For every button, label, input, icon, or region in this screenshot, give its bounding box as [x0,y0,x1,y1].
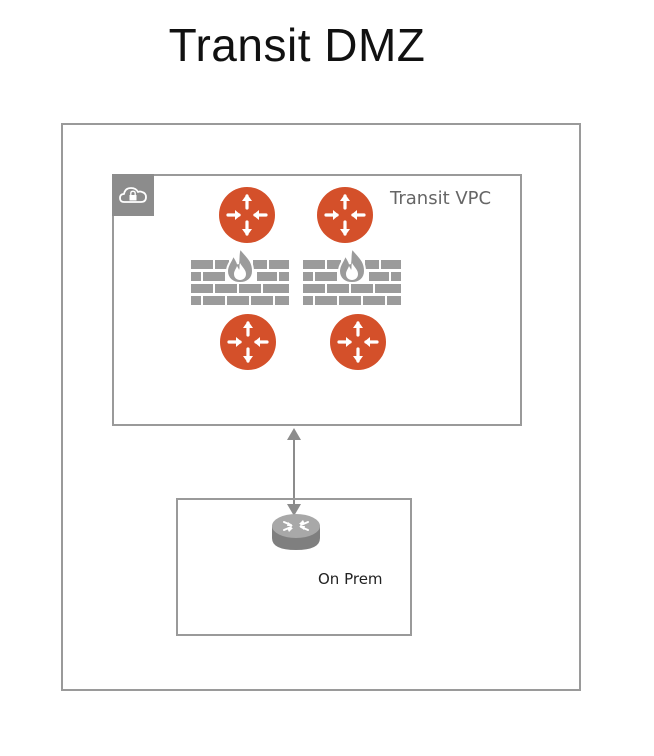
diagram-title: Transit DMZ [168,19,426,71]
firewall-icon [191,246,289,308]
on-prem-box [176,498,412,636]
aws-router-icon [218,186,276,244]
on-prem-router-icon [270,512,322,552]
cloud-lock-icon [112,174,154,216]
dmz-container [61,123,581,691]
on-prem-label: On Prem [318,570,383,588]
transit-vpc-label: Transit VPC [390,188,492,209]
firewall-icon [303,246,401,308]
transit-vpc-box [112,174,522,426]
bidirectional-arrow [284,426,304,518]
aws-router-icon [219,313,277,371]
aws-router-icon [316,186,374,244]
aws-router-icon [329,313,387,371]
